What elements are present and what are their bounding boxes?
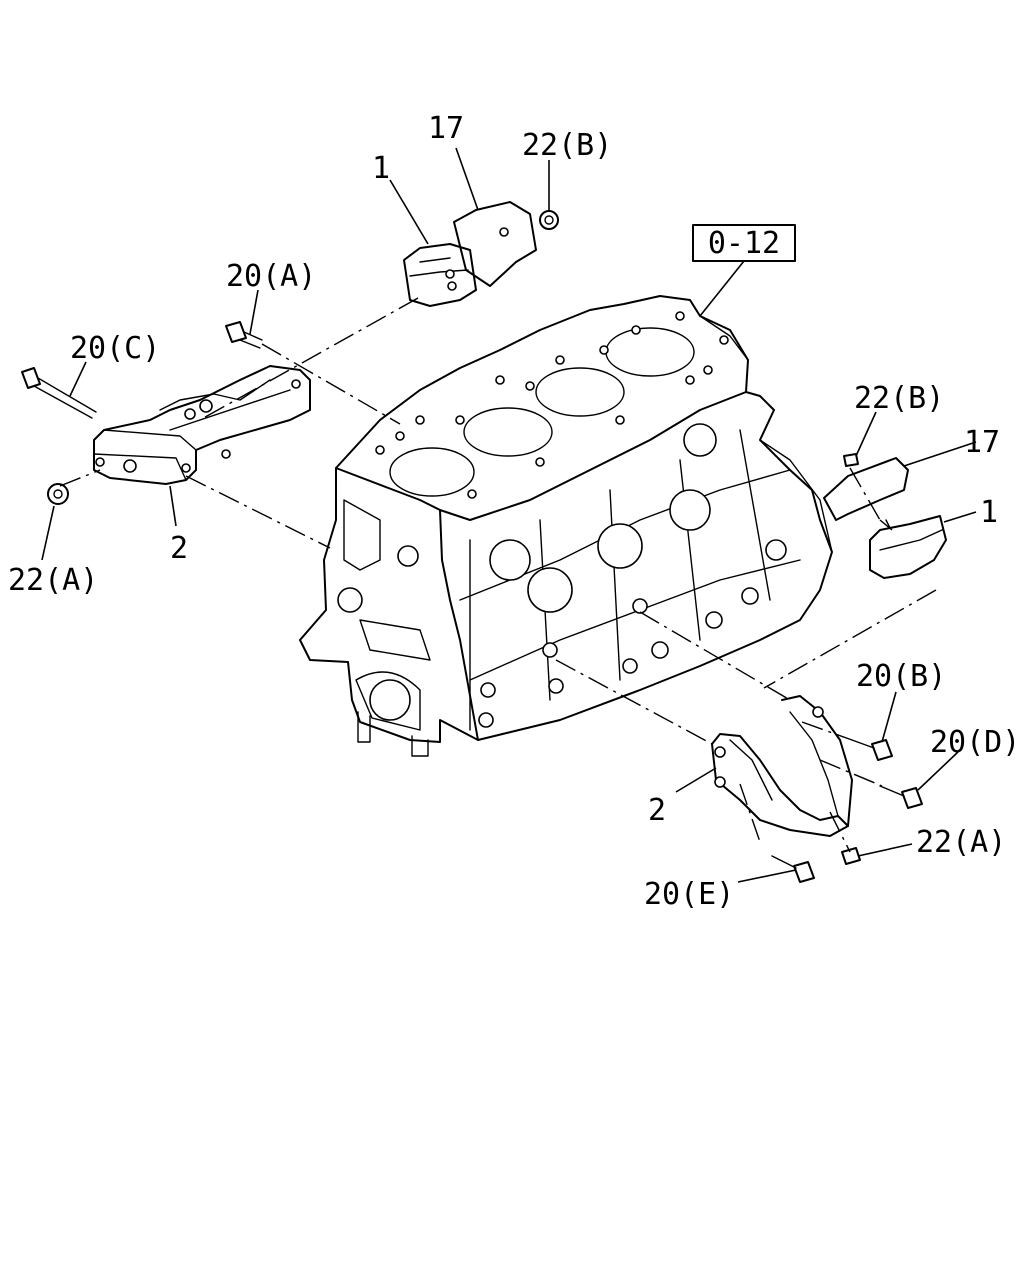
right-mount-insulator xyxy=(869,515,947,579)
top-mount-insulator xyxy=(403,243,477,307)
callout-labels: 1 17 22(B) 20(A) 20(C) 2 22(A) 22(B) 17 … xyxy=(8,111,1020,912)
bolt-20c xyxy=(21,367,97,419)
assembly-centerlines xyxy=(59,297,937,853)
callout-part-22a-left: 22(A) xyxy=(8,563,98,598)
callout-part-1-top: 1 xyxy=(372,151,390,186)
bolt-20d xyxy=(879,785,923,809)
right-heat-shield xyxy=(823,457,909,521)
nut-22b-right xyxy=(843,453,859,467)
top-heat-shield xyxy=(453,201,537,287)
nut-22a-right xyxy=(841,847,861,865)
callout-part-20c: 20(C) xyxy=(70,331,160,366)
callout-part-17-right: 17 xyxy=(964,425,1000,460)
callout-part-22b-top: 22(B) xyxy=(522,128,612,163)
left-mount-bracket xyxy=(93,365,311,485)
reference-box-label: 0-12 xyxy=(708,226,780,261)
callout-part-22b-right: 22(B) xyxy=(854,381,944,416)
callout-part-1-right: 1 xyxy=(980,495,998,530)
engine-block xyxy=(299,295,833,757)
callout-part-2-left: 2 xyxy=(170,531,188,566)
bolt-20a xyxy=(225,321,263,349)
callout-part-20d: 20(D) xyxy=(930,725,1020,760)
bolt-20b xyxy=(851,739,893,761)
callout-part-20b: 20(B) xyxy=(856,659,946,694)
callout-part-17-top: 17 xyxy=(428,111,464,146)
nut-22b-top xyxy=(539,210,559,230)
reference-box: 0-12 xyxy=(692,224,796,317)
leader-lines xyxy=(41,147,977,883)
callout-part-2-right: 2 xyxy=(648,793,666,828)
bolt-20e xyxy=(771,855,815,883)
deck-holes xyxy=(375,311,729,499)
nut-22a-left xyxy=(47,483,69,505)
callout-part-20e: 20(E) xyxy=(644,877,734,912)
callout-part-20a: 20(A) xyxy=(226,259,316,294)
callout-part-22a-right: 22(A) xyxy=(916,825,1006,860)
right-mount-bracket xyxy=(711,695,853,837)
